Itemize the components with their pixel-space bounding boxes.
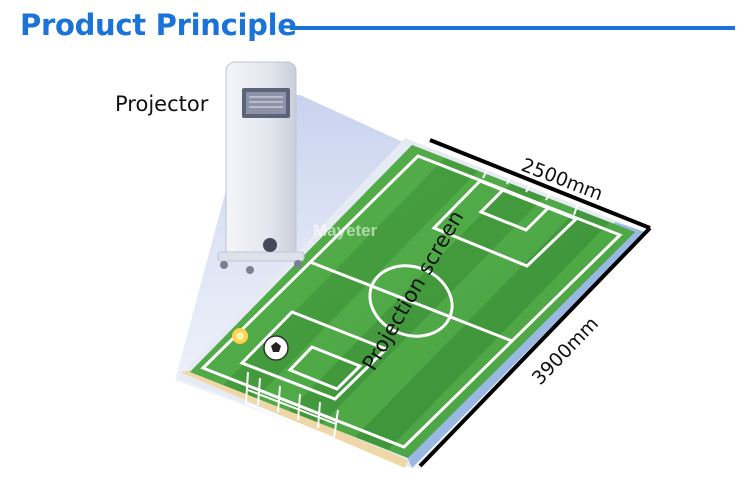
page-title: Product Principle — [20, 8, 297, 42]
length-dimension-line — [418, 226, 652, 468]
soccer-ball-icon — [263, 335, 289, 361]
pitch-lines — [200, 154, 623, 449]
title-rule — [290, 26, 735, 30]
watermark-text: Mayeter — [313, 221, 378, 240]
pitch-board-right — [405, 222, 645, 468]
near-goal — [244, 371, 339, 440]
fire-effect-icon — [232, 328, 248, 344]
pitch-board-left — [180, 370, 408, 468]
width-dimension-line — [429, 138, 651, 230]
far-goal — [482, 166, 580, 216]
projector-stand — [217, 61, 305, 274]
projector-label: Projector — [115, 92, 209, 116]
